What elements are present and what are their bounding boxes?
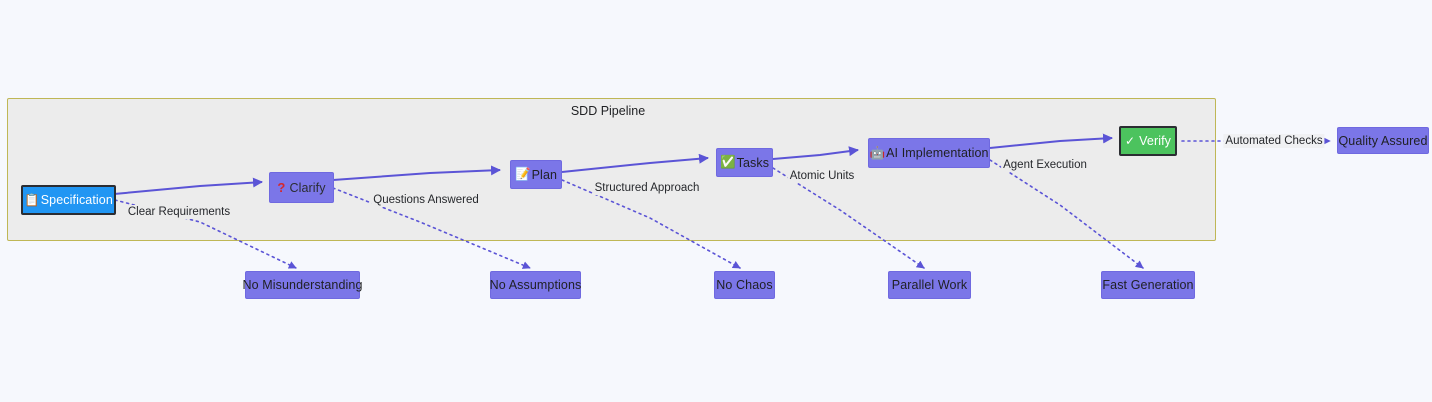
node-no-assumptions-label: No Assumptions — [489, 278, 582, 292]
edge-label-clear-requirements: Clear Requirements — [125, 205, 233, 219]
node-specification-label: Specification — [40, 193, 113, 207]
check-box-icon: ✅ — [719, 155, 736, 170]
node-ai-implementation-label: AI Implementation — [886, 146, 989, 160]
check-mark-icon: ✓ — [1124, 134, 1136, 148]
edge-label-agent-execution: Agent Execution — [1001, 158, 1089, 172]
node-parallel-work-label: Parallel Work — [891, 278, 968, 292]
node-clarify-label: Clarify — [289, 180, 326, 195]
node-fast-generation[interactable]: Fast Generation — [1101, 271, 1195, 299]
clipboard-icon: 📋 — [24, 192, 40, 207]
node-specification[interactable]: 📋 Specification — [21, 185, 116, 215]
node-no-chaos[interactable]: No Chaos — [714, 271, 775, 299]
node-no-misunderstanding-label: No Misunderstanding — [242, 278, 363, 292]
node-verify-label: Verify — [1139, 134, 1172, 148]
node-fast-generation-label: Fast Generation — [1102, 278, 1194, 292]
node-tasks-label: Tasks — [736, 155, 770, 170]
robot-icon: 🤖 — [869, 145, 886, 160]
node-quality-assured-label: Quality Assured — [1338, 133, 1428, 148]
node-no-chaos-label: No Chaos — [716, 278, 773, 292]
node-ai-implementation[interactable]: 🤖 AI Implementation — [868, 138, 990, 168]
memo-icon: 📝 — [514, 167, 531, 182]
node-tasks[interactable]: ✅ Tasks — [716, 148, 773, 177]
subgraph-title: SDD Pipeline — [570, 104, 646, 118]
node-plan-label: Plan — [531, 167, 558, 182]
edge-label-questions-answered: Questions Answered — [371, 193, 481, 207]
node-parallel-work[interactable]: Parallel Work — [888, 271, 971, 299]
node-no-assumptions[interactable]: No Assumptions — [490, 271, 581, 299]
node-clarify[interactable]: ? Clarify — [269, 172, 334, 203]
node-no-misunderstanding[interactable]: No Misunderstanding — [242, 271, 363, 299]
node-plan[interactable]: 📝 Plan — [510, 160, 562, 189]
edge-label-automated-checks: Automated Checks — [1223, 134, 1325, 148]
node-quality-assured[interactable]: Quality Assured — [1337, 127, 1429, 154]
node-verify[interactable]: ✓ Verify — [1119, 126, 1177, 156]
edge-label-atomic-units: Atomic Units — [787, 169, 857, 183]
question-mark-icon: ? — [277, 180, 286, 195]
edge-label-structured-approach: Structured Approach — [592, 181, 702, 195]
